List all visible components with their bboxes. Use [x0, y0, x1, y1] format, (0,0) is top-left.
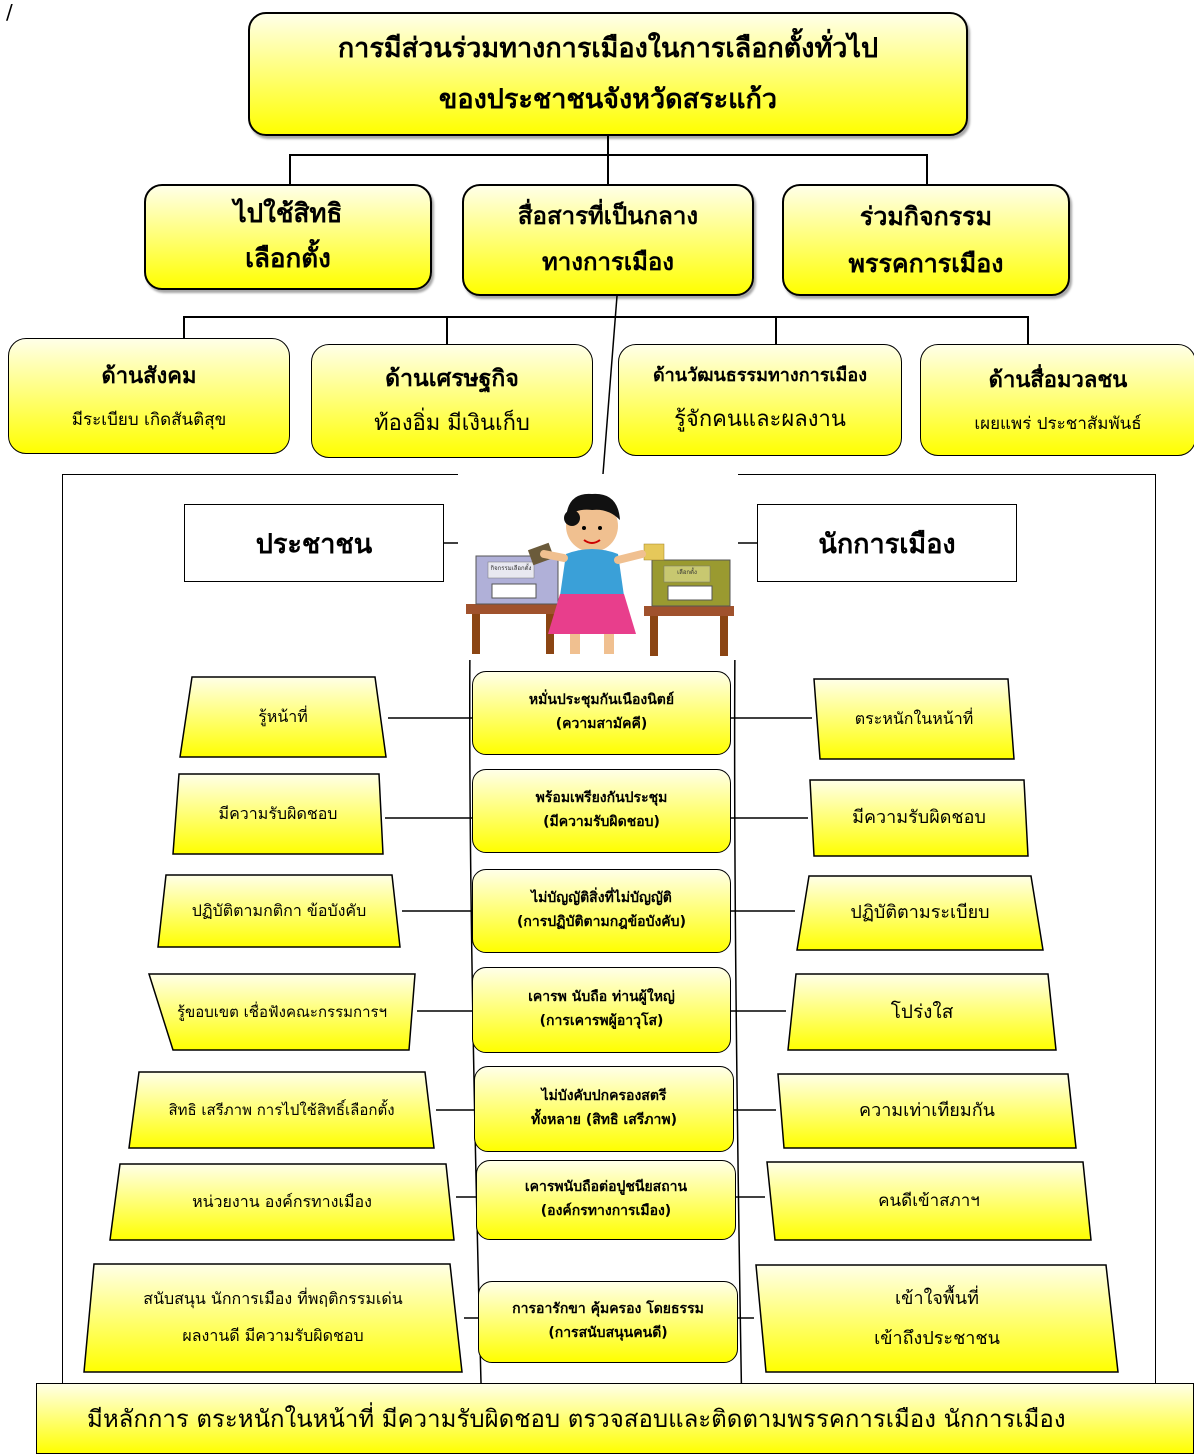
- citizen-item-text: มีความรับผิดชอบ: [218, 803, 338, 823]
- principle-line2: (ความสามัคคี): [555, 716, 648, 732]
- header-citizens: ประชาชน: [184, 504, 444, 582]
- politician-item: ปฏิบัติตามระเบียบ: [795, 874, 1045, 952]
- level2-box-party: ร่วมกิจกรรม พรรคการเมือง: [782, 184, 1070, 296]
- citizen-item: มีความรับผิดชอบ: [171, 772, 385, 856]
- level3-sub: มีระเบียบ เกิดสันติสุข: [71, 409, 227, 430]
- level3-box-media: ด้านสื่อมวลชน เผยแพร่ ประชาสัมพันธ์: [920, 344, 1194, 456]
- principle-line2: (การปฏิบัติตามกฎข้อบังคับ): [517, 914, 686, 930]
- citizen-item-text: รู้หน้าที่: [258, 706, 308, 726]
- politician-item-text: มีความรับผิดชอบ: [852, 806, 986, 828]
- principle-item: เคารพนับถือต่อปูชนียสถาน (องค์กรทางการเม…: [476, 1160, 736, 1240]
- level3-title: ด้านเศรษฐกิจ: [385, 366, 519, 392]
- level3-title: ด้านสังคม: [101, 364, 197, 390]
- citizen-item-line2: ผลงานดี มีความรับผิดชอบ: [182, 1326, 364, 1345]
- citizen-item: รู้หน้าที่: [178, 675, 388, 759]
- principle-line1: เคารพนับถือต่อปูชนียสถาน: [524, 1179, 688, 1196]
- politician-item: ความเท่าเทียมกัน: [776, 1072, 1078, 1150]
- level3-sub: รู้จักคนและผลงาน: [674, 406, 846, 432]
- politician-item: มีความรับผิดชอบ: [808, 778, 1030, 858]
- politician-item-line2: เข้าถึงประชาชน: [874, 1327, 1000, 1349]
- connector: [183, 316, 1029, 318]
- principle-item: หมั่นประชุมกันเนืองนิตย์ (ความสามัคคี): [472, 671, 731, 755]
- connector: [183, 316, 185, 338]
- connector: [926, 154, 928, 184]
- connector: [607, 135, 609, 155]
- level2-box-vote: ไปใช้สิทธิ เลือกตั้ง: [144, 184, 432, 290]
- level3-sub: ท้องอิ่ม มีเงินเก็บ: [374, 411, 530, 436]
- level2-line2: พรรคการเมือง: [848, 249, 1004, 278]
- level2-line1: สื่อสารที่เป็นกลาง: [517, 202, 699, 231]
- politician-item: คนดีเข้าสภาฯ: [765, 1160, 1093, 1242]
- principle-line1: พร้อมเพรียงกันประชุม: [535, 790, 668, 807]
- level3-title: ด้านสื่อมวลชน: [988, 368, 1128, 394]
- politician-item-text: คนดีเข้าสภาฯ: [878, 1190, 980, 1211]
- principle-line2: (องค์กรทางการเมือง): [540, 1203, 672, 1219]
- connector: [446, 316, 448, 344]
- politician-item: โปร่งใส: [786, 972, 1058, 1052]
- citizen-item-text: ปฏิบัติตามกติกา ข้อบังคับ: [191, 900, 367, 920]
- ballot-label-left: กิจกรรมเลือกตั้ง: [490, 562, 531, 572]
- level3-sub: เผยแพร่ ประชาสัมพันธ์: [974, 413, 1142, 434]
- politician-item: เข้าใจพื้นที่ เข้าถึงประชาชน: [754, 1263, 1120, 1374]
- principle-line1: ไม่บังคับปกครองสตรี: [541, 1088, 667, 1105]
- principle-line1: ไม่บัญญัติสิ่งที่ไม่บัญญัติ: [531, 890, 672, 907]
- politician-item-text: ความเท่าเทียมกัน: [859, 1099, 995, 1121]
- citizen-item-text: หน่วยงาน องค์กรทางเมือง: [192, 1191, 372, 1211]
- citizen-item: รู้ขอบเขต เชื่อฟังคณะกรรมการฯ: [147, 972, 417, 1052]
- politician-item: ตระหนักในหน้าที่: [812, 677, 1016, 761]
- citizen-item-line1: สนับสนุน นักการเมือง ที่พฤติกรรมเด่น: [143, 1289, 403, 1309]
- citizen-item-text: รู้ขอบเขต เชื่อฟังคณะกรรมการฯ: [176, 1002, 388, 1021]
- citizen-item: สิทธิ เสรีภาพ การไปใช้สิทธิ์เลือกตั้ง: [127, 1070, 436, 1150]
- principle-item: เคารพ นับถือ ท่านผู้ใหญ่ (การเคารพผู้อาว…: [472, 967, 731, 1053]
- level3-box-culture: ด้านวัฒนธรรมทางการเมือง รู้จักคนและผลงาน: [618, 344, 902, 456]
- principle-item: ไม่บังคับปกครองสตรี ทั้งหลาย (สิทธิ เสรี…: [474, 1066, 734, 1152]
- principle-line2: (การเคารพผู้อาวุโส): [539, 1013, 664, 1029]
- principle-item: ไม่บัญญัติสิ่งที่ไม่บัญญัติ (การปฏิบัติต…: [472, 869, 731, 953]
- principle-line1: หมั่นประชุมกันเนืองนิตย์: [528, 692, 675, 709]
- footer-banner: มีหลักการ ตระหนักในหน้าที่ มีความรับผิดช…: [36, 1383, 1194, 1454]
- principle-line2: (มีความรับผิดชอบ): [543, 814, 660, 830]
- header-politicians: นักการเมือง: [757, 504, 1017, 582]
- level3-box-economy: ด้านเศรษฐกิจ ท้องอิ่ม มีเงินเก็บ: [311, 344, 593, 458]
- level2-box-neutral: สื่อสารที่เป็นกลาง ทางการเมือง: [462, 184, 754, 296]
- politician-item-text: โปร่งใส: [890, 1000, 954, 1023]
- principle-line1: เคารพ นับถือ ท่านผู้ใหญ่: [528, 989, 675, 1006]
- level2-line1: ไปใช้สิทธิ: [233, 198, 343, 229]
- connector: [1027, 316, 1029, 344]
- citizen-item-text: สนับสนุน นักการเมือง ที่พฤติกรรมเด่น ผลง…: [82, 1262, 464, 1374]
- connector: [607, 154, 609, 184]
- citizen-item-text: สิทธิ เสรีภาพ การไปใช้สิทธิ์เลือกตั้ง: [168, 1100, 395, 1119]
- level3-title: ด้านวัฒนธรรมทางการเมือง: [652, 365, 867, 386]
- voting-illustration: กิจกรรมเลือกตั้ง เลือกตั้ง: [458, 474, 738, 660]
- level2-line2: เลือกตั้ง: [245, 244, 331, 274]
- title-line1: การมีส่วนร่วมทางการเมืองในการเลือกตั้งทั…: [337, 32, 879, 64]
- citizen-item: สนับสนุน นักการเมือง ที่พฤติกรรมเด่น ผลง…: [82, 1262, 464, 1374]
- level2-line2: ทางการเมือง: [541, 248, 675, 276]
- title-box: การมีส่วนร่วมทางการเมืองในการเลือกตั้งทั…: [248, 12, 968, 136]
- politician-item-text: เข้าใจพื้นที่ เข้าถึงประชาชน: [754, 1263, 1120, 1374]
- corner-mark: /: [6, 0, 13, 24]
- citizen-item: ปฏิบัติตามกติกา ข้อบังคับ: [156, 873, 402, 949]
- politician-item-line1: เข้าใจพื้นที่: [895, 1287, 979, 1309]
- principle-line1: การอารักขา คุ้มครอง โดยธรรม: [512, 1301, 704, 1318]
- politician-item-text: ปฏิบัติตามระเบียบ: [850, 901, 990, 923]
- connector: [289, 154, 291, 184]
- level2-line1: ร่วมกิจกรรม: [859, 201, 993, 231]
- principle-line2: (การสนับสนุนคนดี): [548, 1325, 668, 1341]
- principle-line2: ทั้งหลาย (สิทธิ เสรีภาพ): [531, 1112, 677, 1128]
- ballot-label-right: เลือกตั้ง: [677, 566, 697, 576]
- citizen-item: หน่วยงาน องค์กรทางเมือง: [108, 1162, 456, 1242]
- title-line2: ของประชาชนจังหวัดสระแก้ว: [438, 84, 778, 115]
- level3-box-social: ด้านสังคม มีระเบียบ เกิดสันติสุข: [8, 338, 290, 454]
- principle-item: การอารักขา คุ้มครอง โดยธรรม (การสนับสนุน…: [478, 1281, 738, 1363]
- politician-item-text: ตระหนักในหน้าที่: [854, 708, 974, 728]
- connector: [775, 316, 777, 344]
- principle-item: พร้อมเพรียงกันประชุม (มีความรับผิดชอบ): [472, 769, 731, 853]
